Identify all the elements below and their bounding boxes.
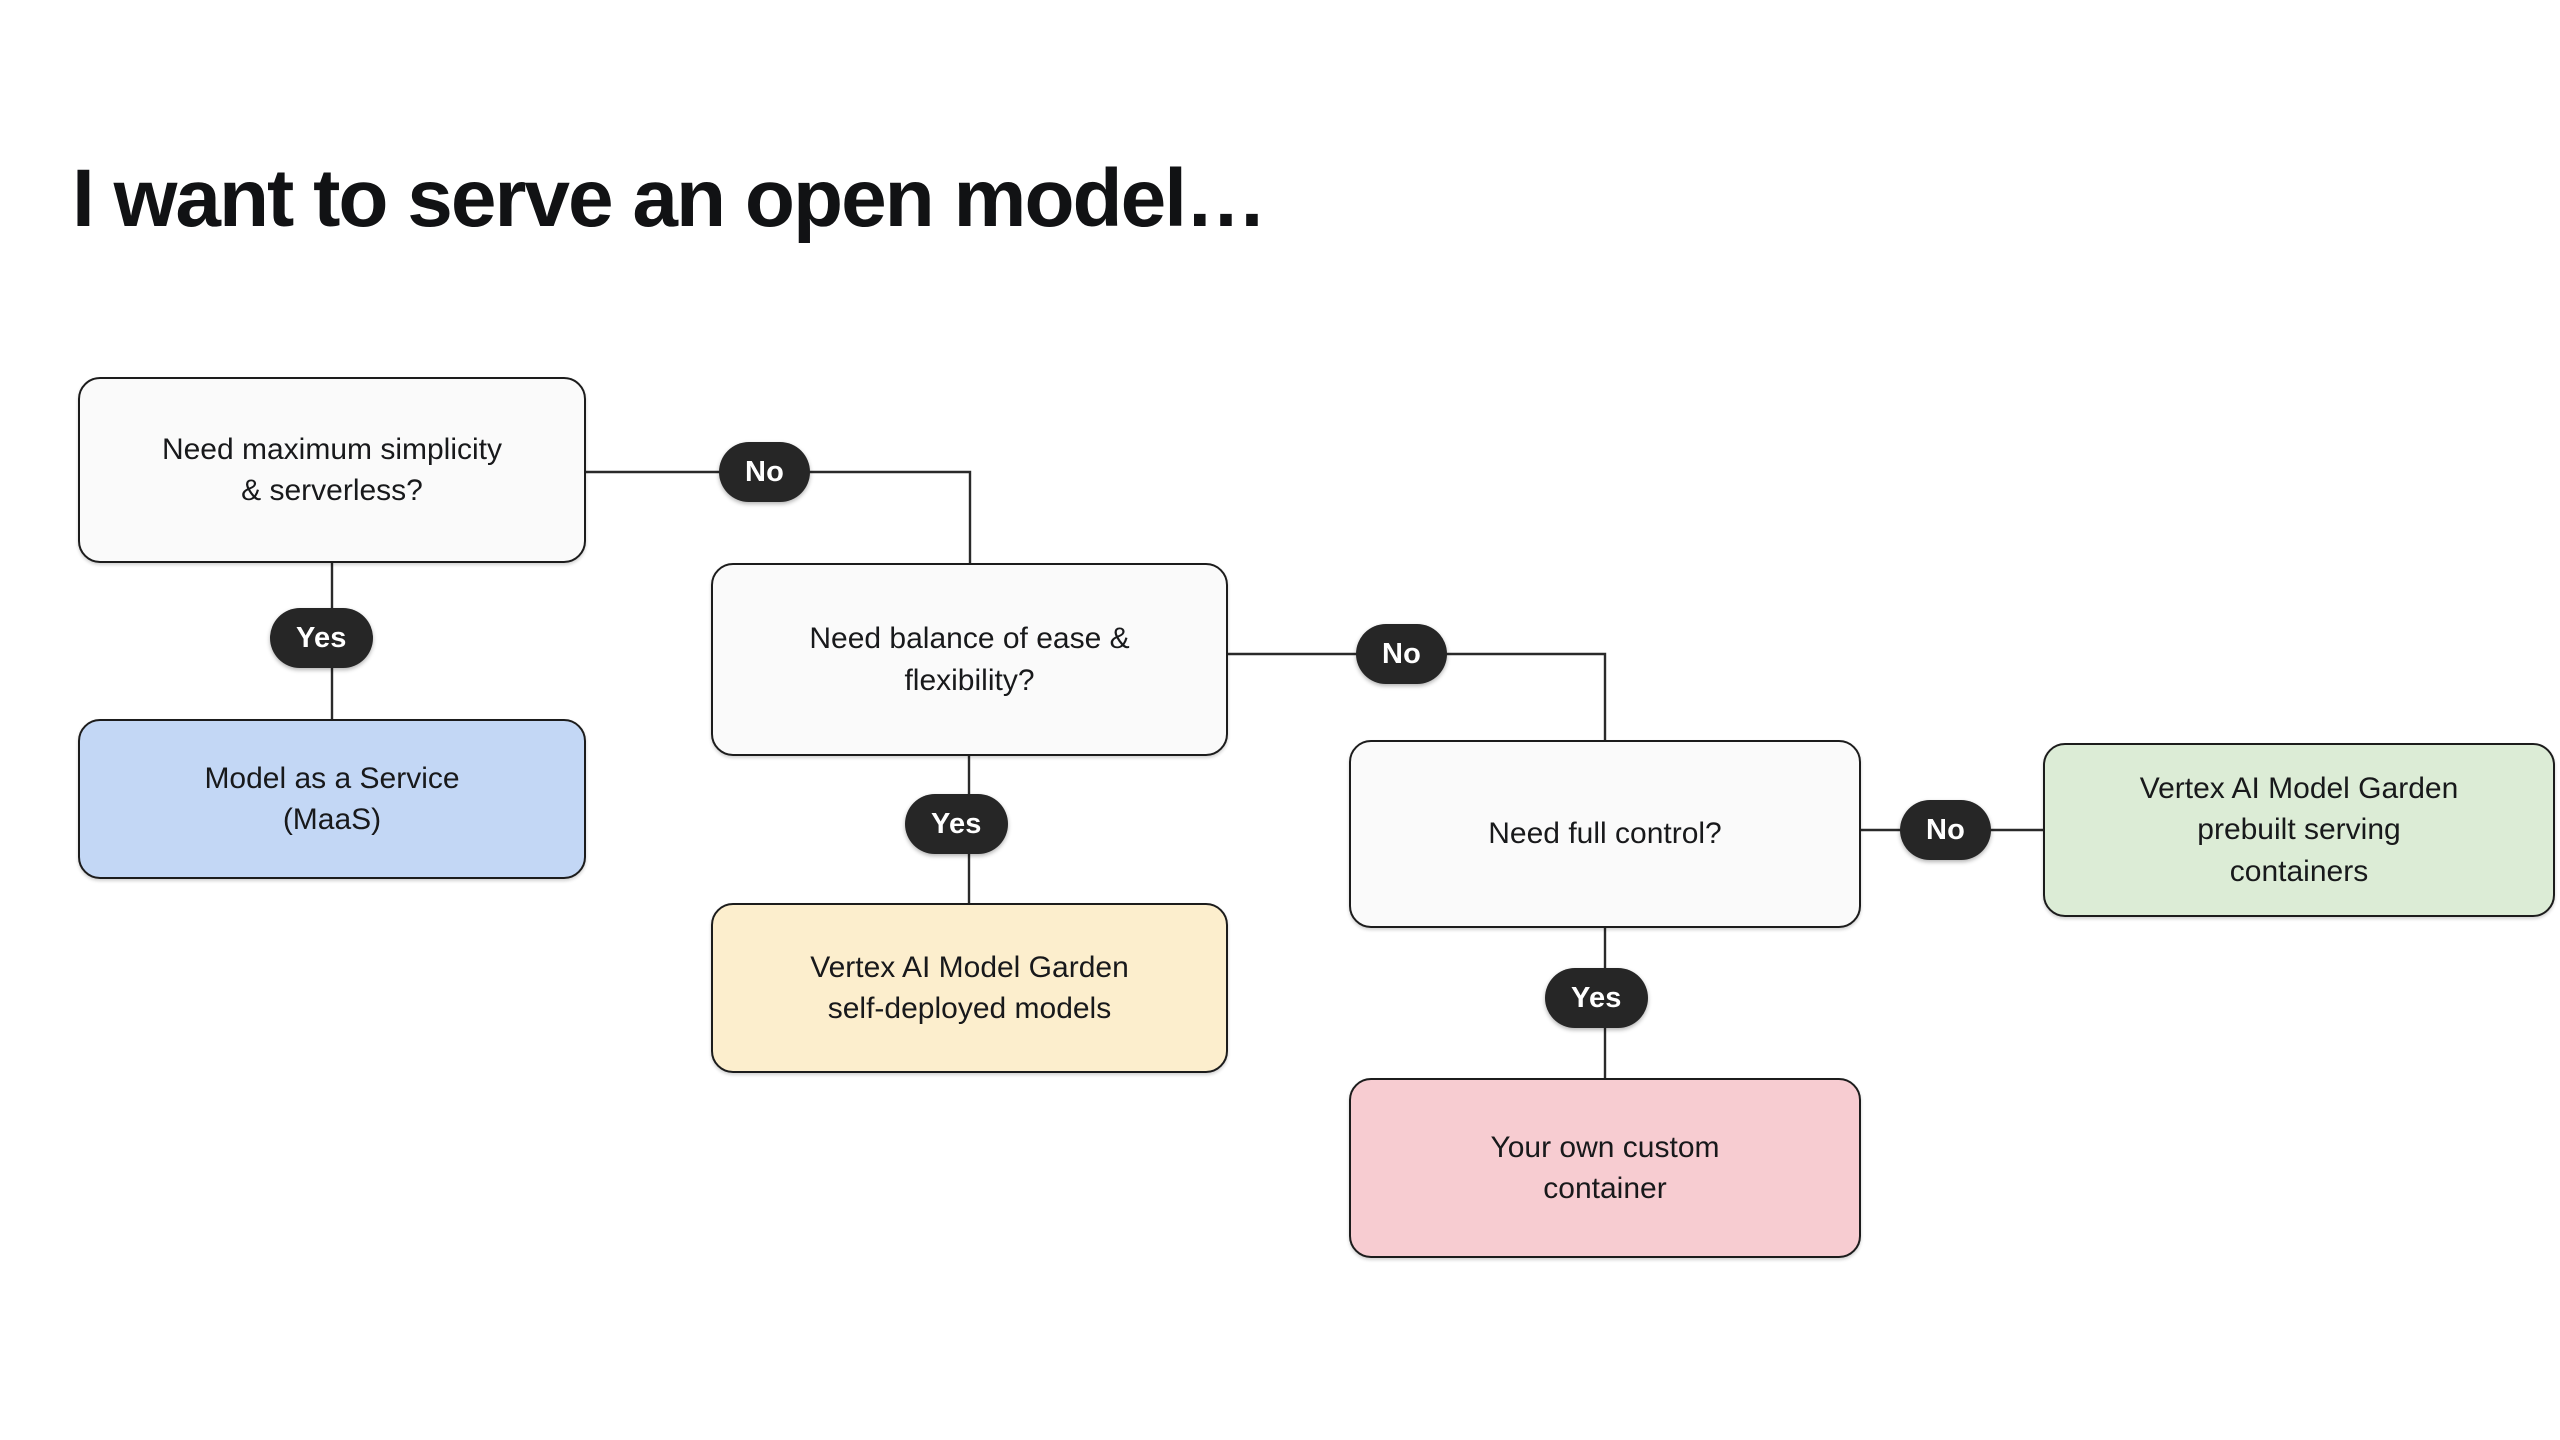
- outcome-label: Vertex AI Model Garden prebuilt serving …: [2139, 771, 2459, 888]
- edge-label-q2-yes: Yes: [905, 794, 1008, 854]
- outcome-label: Vertex AI Model Garden self-deployed mod…: [810, 950, 1129, 1025]
- decision-need-balance-of-ease-flexibility[interactable]: Need balance of ease & flexibility?: [711, 563, 1228, 756]
- page-title: I want to serve an open model…: [72, 153, 1267, 244]
- edge-label-q1-no: No: [719, 442, 811, 502]
- edge-label-q3-no: No: [1900, 800, 1992, 860]
- edge-label-q1-yes: Yes: [270, 608, 373, 668]
- decision-need-maximum-simplicity[interactable]: Need maximum simplicity & serverless?: [78, 377, 586, 563]
- outcome-label: Model as a Service (MaaS): [204, 761, 460, 836]
- outcome-label: Your own custom container: [1490, 1130, 1720, 1205]
- edge-label-q3-yes: Yes: [1545, 968, 1648, 1028]
- decision-label: Need full control?: [1488, 817, 1722, 851]
- decision-need-full-control[interactable]: Need full control?: [1349, 740, 1861, 928]
- decision-label: Need balance of ease & flexibility?: [809, 622, 1130, 697]
- outcome-model-garden-self-deployed[interactable]: Vertex AI Model Garden self-deployed mod…: [711, 903, 1228, 1073]
- edge-label-q2-no: No: [1356, 624, 1448, 684]
- outcome-your-own-custom-container[interactable]: Your own custom container: [1349, 1078, 1861, 1258]
- outcome-model-as-a-service[interactable]: Model as a Service (MaaS): [78, 719, 586, 879]
- decision-label: Need maximum simplicity & serverless?: [161, 432, 503, 507]
- outcome-model-garden-prebuilt-serving-containers[interactable]: Vertex AI Model Garden prebuilt serving …: [2043, 743, 2555, 917]
